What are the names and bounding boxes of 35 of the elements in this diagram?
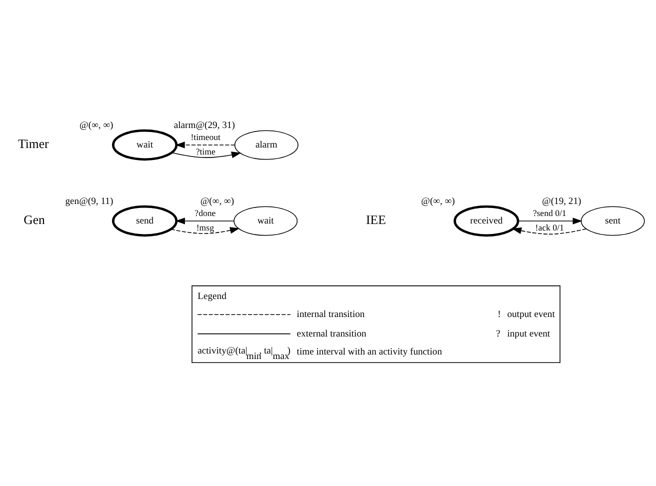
arrow — [175, 142, 236, 148]
legend-label: external transition — [296, 328, 366, 340]
node-ellipse: wait — [112, 129, 178, 161]
node-label: @(∞, ∞) — [200, 196, 234, 207]
label: ! — [498, 309, 501, 320]
label: Legend — [198, 291, 226, 302]
arrow — [171, 152, 242, 158]
label: IEE — [366, 213, 386, 228]
node-label: gen@(9, 11) — [65, 196, 114, 207]
node-label: @(19, 21) — [542, 196, 582, 207]
node-ellipse: send — [112, 205, 178, 237]
arrow — [518, 218, 582, 224]
legend-label: input event — [507, 328, 550, 340]
node-ellipse: sent — [580, 206, 645, 236]
legend-label: output event — [507, 309, 555, 320]
node-ellipse: wait — [234, 206, 298, 236]
edge-label: ?send 0/1 — [532, 208, 566, 218]
legend-label: time interval with an activity function — [296, 346, 442, 358]
node-label: alarm@(29, 31) — [174, 120, 235, 131]
node-ellipse: received — [454, 205, 520, 237]
edge-label: ?done — [194, 208, 216, 218]
node-ellipse: alarm — [234, 130, 298, 160]
node-label: @(∞, ∞) — [421, 196, 455, 207]
edge-label: !ack 0/1 — [535, 222, 564, 232]
edge-label: !msg — [196, 222, 214, 232]
node-label: @(∞, ∞) — [80, 120, 114, 131]
edge-label: !timeout — [190, 132, 221, 142]
label: Gen — [24, 213, 45, 228]
label: Timer — [18, 137, 49, 152]
legend-label: internal transition — [296, 309, 365, 320]
arrow — [175, 218, 234, 224]
arrow — [170, 227, 240, 234]
arrow — [512, 227, 587, 235]
label: ? — [496, 328, 500, 340]
edge-label: ?time — [196, 146, 216, 156]
